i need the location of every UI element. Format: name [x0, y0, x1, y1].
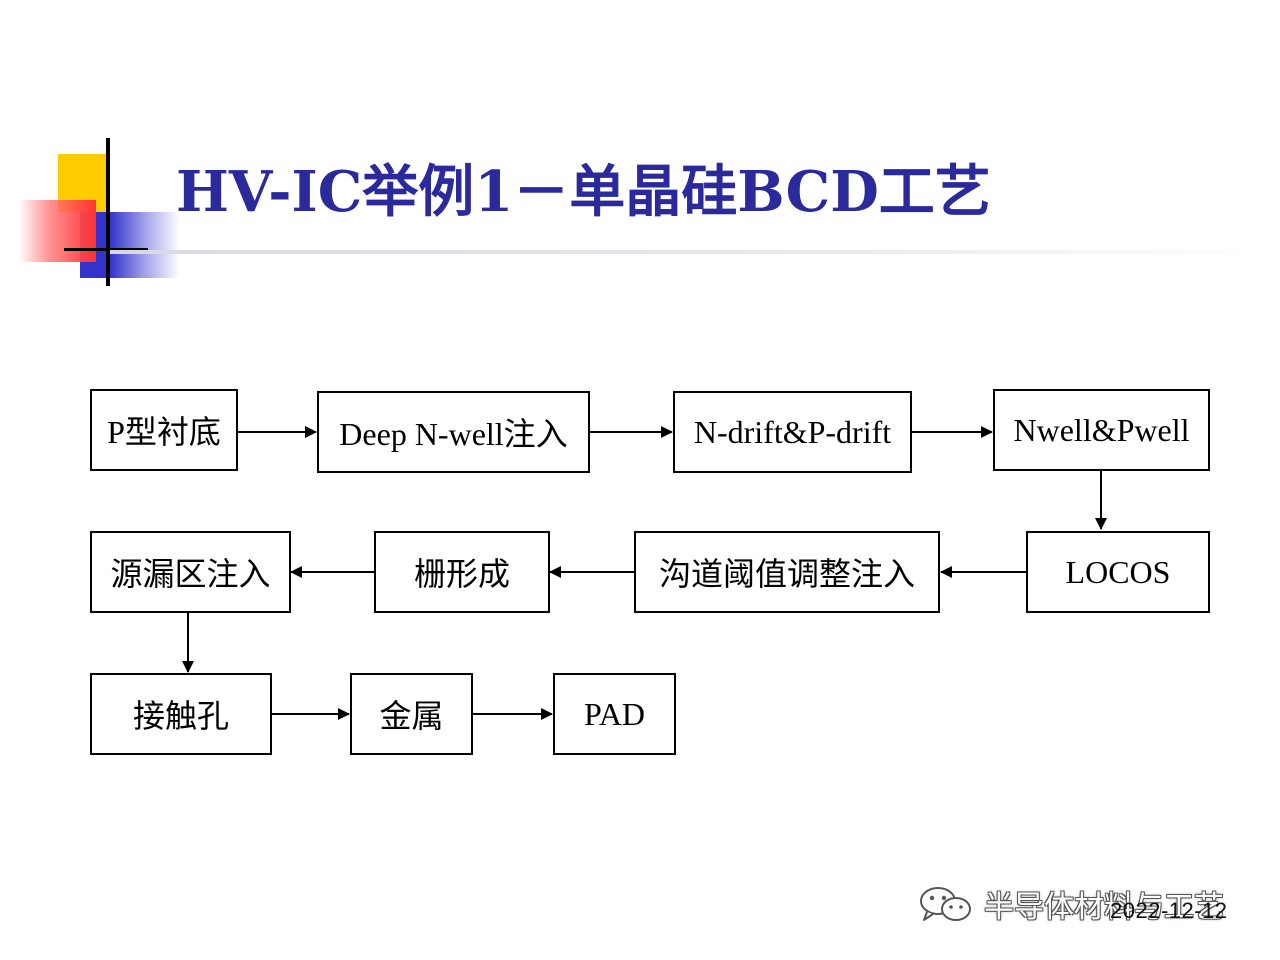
- decor-blue-square: [80, 212, 180, 278]
- decor-red-square: [18, 200, 96, 262]
- flow-step-locos: LOCOS: [1026, 531, 1210, 613]
- flow-step-contact-hole: 接触孔: [90, 673, 272, 755]
- watermark-account-name: 半导体材料与工艺: [984, 890, 1224, 925]
- slide-title: HV-IC举例1－单晶硅BCD工艺: [176, 159, 991, 225]
- flow-step-p-substrate: P型衬底: [90, 389, 238, 471]
- wechat-icon: [920, 887, 971, 921]
- flow-step-source-drain-implant: 源漏区注入: [90, 531, 291, 613]
- flow-step-ndrift-pdrift: N-drift&P-drift: [673, 391, 912, 473]
- decor-vertical-line: [106, 138, 110, 286]
- flow-step-nwell-pwell: Nwell&Pwell: [993, 389, 1210, 471]
- flow-step-deep-nwell-implant: Deep N-well注入: [317, 391, 590, 473]
- flow-step-pad: PAD: [553, 673, 676, 755]
- flow-step-channel-threshold-implant: 沟道阈值调整注入: [634, 531, 940, 613]
- flow-step-metal: 金属: [350, 673, 473, 755]
- title-underline: [110, 250, 1270, 254]
- watermark-date: 2022-12-12: [1110, 898, 1228, 923]
- watermark: 半导体材料与工艺 2022-12-12: [918, 880, 1248, 930]
- flow-step-gate-formation: 栅形成: [374, 531, 550, 613]
- decor-horizontal-line: [64, 248, 148, 251]
